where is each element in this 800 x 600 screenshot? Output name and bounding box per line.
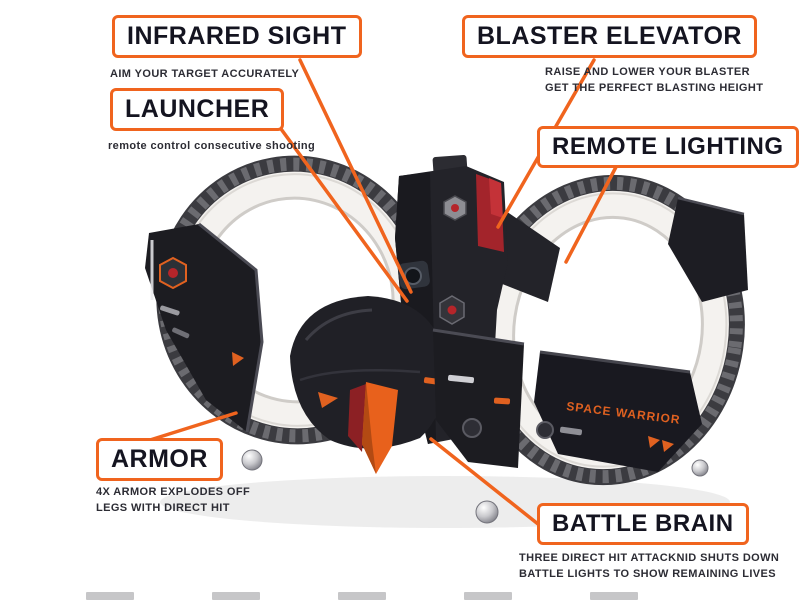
body-emblem (439, 295, 465, 325)
ball-foot-center (475, 500, 499, 524)
callout-launcher: LAUNCHER (110, 88, 285, 131)
callout-battle-brain: BATTLE BRAIN (537, 503, 749, 545)
desc-line: THREE DIRECT HIT ATTACKNID SHUTS DOWN (519, 552, 780, 564)
missile-dart (348, 382, 398, 474)
gallery-thumbnail-cropped[interactable] (86, 592, 134, 600)
right-armor-plate: SPACE WARRIOR (534, 350, 702, 472)
callout-blaster-elevator-desc: RAISE AND LOWER YOUR BLASTER GET THE PER… (545, 64, 763, 96)
desc-line: BATTLE LIGHTS TO SHOW REMAINING LIVES (519, 568, 777, 580)
desc-line: GET THE PERFECT BLASTING HEIGHT (545, 82, 764, 94)
desc-line: LEGS WITH DIRECT HIT (96, 502, 230, 514)
right-fin (668, 196, 748, 302)
callout-infrared-sight: INFRARED SIGHT (112, 15, 362, 58)
gallery-thumbnail-cropped[interactable] (464, 592, 512, 600)
callout-launcher-desc: remote control consecutive shooting (108, 140, 316, 152)
desc-line: 4X ARMOR EXPLODES OFF (96, 486, 251, 498)
left-armor-leg (145, 222, 264, 433)
desc-line: RAISE AND LOWER YOUR BLASTER (545, 66, 750, 78)
callout-remote-lighting: REMOTE LIGHTING (537, 126, 799, 168)
callout-battle-brain-desc: THREE DIRECT HIT ATTACKNID SHUTS DOWN BA… (519, 550, 779, 582)
ball-foot-left (241, 449, 263, 471)
ball-foot-right (691, 459, 709, 477)
right-wheel-arm (492, 205, 560, 302)
leg-emblem (159, 256, 187, 290)
callout-armor-desc: 4X ARMOR EXPLODES OFF LEGS WITH DIRECT H… (96, 484, 250, 516)
gallery-thumbnail-cropped[interactable] (338, 592, 386, 600)
gallery-thumbnail-cropped[interactable] (212, 592, 260, 600)
infrared-sight-lens (398, 260, 430, 290)
callout-armor: ARMOR (96, 438, 223, 481)
turret-emblem (443, 195, 467, 221)
callout-infrared-sight-desc: AIM YOUR TARGET ACCURATELY (110, 68, 300, 80)
gallery-thumbnail-cropped[interactable] (590, 592, 638, 600)
right-armor-leg (432, 328, 525, 468)
front-cowl (290, 296, 447, 449)
callout-blaster-elevator: BLASTER ELEVATOR (462, 15, 757, 58)
